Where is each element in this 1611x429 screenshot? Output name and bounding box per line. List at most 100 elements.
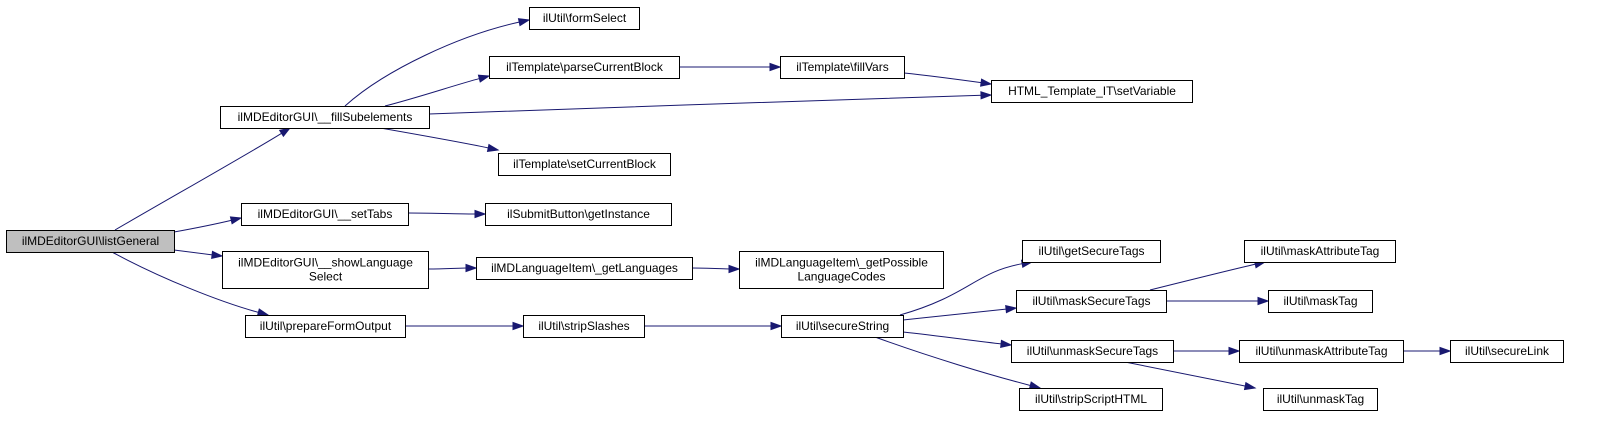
- node-unmaskSecureTags[interactable]: ilUtil\unmaskSecureTags: [1011, 340, 1174, 363]
- edge-listGeneral-to-fillSubelements: [114, 127, 292, 231]
- arrowhead-icon: [474, 209, 487, 219]
- node-box: [529, 7, 640, 30]
- edge-fillSubelements-to-formSelect: [344, 18, 531, 107]
- node-setTabs[interactable]: ilMDEditorGUI\__setTabs: [241, 203, 409, 226]
- edge-parseCurrentBlock-to-fillVars: [679, 62, 782, 72]
- arrowhead-icon: [1228, 346, 1241, 356]
- node-stripScriptHTML[interactable]: ilUtil\stripScriptHTML: [1019, 388, 1163, 411]
- arrowhead-icon: [1000, 339, 1013, 349]
- node-label: ilSubmitButton\getInstance: [507, 207, 650, 221]
- node-maskTag[interactable]: ilUtil\maskTag: [1268, 290, 1373, 313]
- edge-line: [874, 336, 1032, 387]
- node-box: [1450, 340, 1564, 363]
- node-label: ilTemplate\setCurrentBlock: [513, 157, 657, 171]
- node-label: ilUtil\maskTag: [1283, 294, 1357, 308]
- node-box: [1022, 240, 1161, 263]
- node-unmaskTag[interactable]: ilUtil\unmaskTag: [1263, 388, 1378, 411]
- node-label: ilUtil\prepareFormOutput: [260, 319, 392, 333]
- node-box: [1011, 340, 1174, 363]
- nodes-layer: ilMDEditorGUI\listGeneral ilMDEditorGUI\_…: [6, 7, 1564, 411]
- arrowhead-icon: [465, 263, 478, 273]
- node-label: ilUtil\maskSecureTags: [1032, 294, 1150, 308]
- node-label: ilUtil\formSelect: [543, 11, 627, 25]
- node-box: [780, 56, 905, 79]
- node-stripSlashes[interactable]: ilUtil\stripSlashes: [523, 315, 645, 338]
- edge-line: [1124, 361, 1247, 387]
- node-getPossibleLanguageCodes[interactable]: ilMDLanguageItem\_getPossibleLanguageCod…: [739, 251, 944, 289]
- node-label: ilMDEditorGUI\__fillSubelements: [238, 110, 413, 124]
- edge-getLanguages-to-getPossibleLanguageCodes: [691, 264, 741, 274]
- arrowhead-icon: [278, 127, 292, 138]
- node-box: [489, 56, 680, 79]
- node-label: LanguageCodes: [797, 270, 885, 284]
- arrowhead-icon: [1243, 381, 1257, 391]
- node-label: ilUtil\maskAttributeTag: [1261, 244, 1380, 258]
- node-box: [781, 315, 904, 338]
- arrowhead-icon: [229, 216, 243, 225]
- node-box: [222, 251, 429, 289]
- node-getInstance[interactable]: ilSubmitButton\getInstance: [485, 203, 672, 226]
- edge-fillSubelements-to-setVariable: [428, 91, 993, 115]
- edge-line: [902, 308, 1008, 321]
- node-fillVars[interactable]: ilTemplate\fillVars: [780, 56, 905, 79]
- node-box: [739, 251, 944, 289]
- node-listGeneral[interactable]: ilMDEditorGUI\listGeneral: [6, 230, 175, 253]
- edge-line: [903, 72, 983, 84]
- edge-listGeneral-to-showLanguageSelect: [173, 249, 224, 259]
- arrowhead-icon: [486, 143, 500, 152]
- edge-fillVars-to-setVariable: [903, 72, 993, 87]
- node-label: ilTemplate\parseCurrentBlock: [506, 60, 664, 74]
- node-label: ilMDEditorGUI\listGeneral: [22, 234, 159, 248]
- edge-stripSlashes-to-secureString: [644, 321, 783, 331]
- node-box: [6, 230, 175, 253]
- arrowhead-icon: [1028, 381, 1042, 390]
- node-box: [476, 257, 693, 280]
- arrowhead-icon: [1257, 296, 1270, 306]
- node-parseCurrentBlock[interactable]: ilTemplate\parseCurrentBlock: [489, 56, 680, 79]
- node-label: ilUtil\secureString: [796, 319, 889, 333]
- node-maskAttributeTag[interactable]: ilUtil\maskAttributeTag: [1244, 240, 1396, 263]
- edge-unmaskSecureTags-to-unmaskAttributeTag: [1172, 346, 1241, 356]
- arrowhead-icon: [477, 74, 491, 83]
- node-unmaskAttributeTag[interactable]: ilUtil\unmaskAttributeTag: [1239, 340, 1404, 363]
- edge-line: [114, 132, 283, 231]
- node-formSelect[interactable]: ilUtil\formSelect: [529, 7, 640, 30]
- edge-showLanguageSelect-to-getLanguages: [427, 263, 478, 273]
- edge-line: [173, 219, 233, 233]
- edge-line: [1149, 263, 1257, 291]
- arrowhead-icon: [728, 264, 741, 274]
- edge-prepareFormOutput-to-stripSlashes: [405, 321, 525, 331]
- node-box: [523, 315, 645, 338]
- node-label: ilMDLanguageItem\_getLanguages: [491, 261, 678, 275]
- node-prepareFormOutput[interactable]: ilUtil\prepareFormOutput: [245, 315, 406, 338]
- node-label: ilUtil\stripScriptHTML: [1035, 392, 1147, 406]
- node-getSecureTags[interactable]: ilUtil\getSecureTags: [1022, 240, 1161, 263]
- edge-line: [428, 94, 983, 115]
- node-setVariable[interactable]: HTML_Template_IT\setVariable: [991, 80, 1193, 103]
- node-box: [241, 203, 409, 226]
- edge-line: [691, 267, 731, 270]
- node-box: [1268, 290, 1373, 313]
- node-label: ilUtil\unmaskAttributeTag: [1255, 344, 1387, 358]
- edge-line: [379, 127, 490, 149]
- edge-line: [427, 267, 468, 270]
- node-label: ilUtil\unmaskTag: [1277, 392, 1364, 406]
- edge-fillSubelements-to-parseCurrentBlock: [384, 74, 491, 107]
- arrowhead-icon: [980, 91, 993, 100]
- arrowhead-icon: [769, 62, 782, 72]
- edge-maskSecureTags-to-maskAttributeTag: [1149, 260, 1267, 291]
- edge-secureString-to-unmaskSecureTags: [902, 331, 1013, 349]
- node-fillSubelements[interactable]: ilMDEditorGUI\__fillSubelements: [220, 106, 430, 129]
- node-secureLink[interactable]: ilUtil\secureLink: [1450, 340, 1564, 363]
- node-label: ilUtil\stripSlashes: [538, 319, 629, 333]
- node-maskSecureTags[interactable]: ilUtil\maskSecureTags: [1016, 290, 1167, 313]
- node-getLanguages[interactable]: ilMDLanguageItem\_getLanguages: [476, 257, 693, 280]
- node-label: ilMDEditorGUI\__showLanguage: [238, 256, 413, 270]
- node-box: [1244, 240, 1396, 263]
- node-secureString[interactable]: ilUtil\secureString: [781, 315, 904, 338]
- node-box: [1016, 290, 1167, 313]
- node-label: ilMDLanguageItem\_getPossible: [755, 256, 928, 270]
- node-setCurrentBlock[interactable]: ilTemplate\setCurrentBlock: [498, 153, 671, 176]
